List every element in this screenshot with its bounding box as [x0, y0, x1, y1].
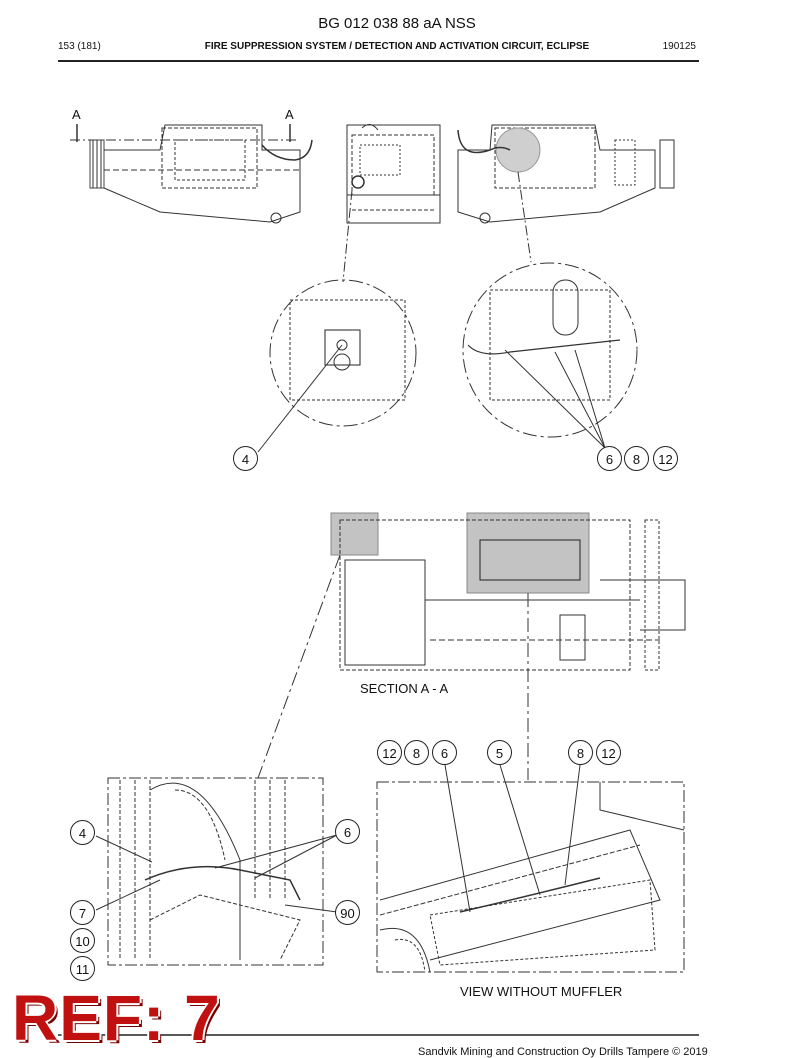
detail-circle-left [269, 279, 417, 427]
callout-6: 6 [597, 446, 622, 471]
page-number: 153 (181) [58, 41, 101, 52]
section-mark-a-left: A [72, 107, 81, 122]
callout-4: 4 [70, 820, 95, 845]
machine-front-view [346, 124, 441, 224]
detail-box-right [376, 781, 685, 973]
machine-side-view-left [89, 124, 313, 224]
footer-copyright: Sandvik Mining and Construction Oy Drill… [418, 1046, 708, 1058]
document-id: BG 012 038 88 aA NSS [318, 15, 476, 32]
callout-6: 6 [432, 740, 457, 765]
page-title: FIRE SUPPRESSION SYSTEM / DETECTION AND … [204, 41, 590, 52]
callout-8: 8 [624, 446, 649, 471]
callout-11: 11 [70, 956, 95, 981]
callout-6: 6 [335, 819, 360, 844]
section-a-a-view [330, 512, 686, 671]
document-code: 190125 [662, 41, 696, 52]
machine-side-view-right [457, 124, 675, 224]
callout-90: 90 [335, 900, 360, 925]
callout-12: 12 [653, 446, 678, 471]
callout-12: 12 [377, 740, 402, 765]
detail-box-left [107, 777, 324, 966]
callout-7: 7 [70, 900, 95, 925]
header-rule [58, 60, 699, 62]
callout-8: 8 [568, 740, 593, 765]
callout-10: 10 [70, 928, 95, 953]
callout-5: 5 [487, 740, 512, 765]
detail-circle-right [462, 262, 638, 438]
section-mark-a-right: A [285, 107, 294, 122]
callout-4: 4 [233, 446, 258, 471]
callout-8: 8 [404, 740, 429, 765]
callout-12: 12 [596, 740, 621, 765]
section-label: SECTION A - A [360, 681, 449, 696]
reference-watermark: REF: 7 [12, 982, 221, 1054]
view-label: VIEW WITHOUT MUFFLER [460, 984, 623, 999]
